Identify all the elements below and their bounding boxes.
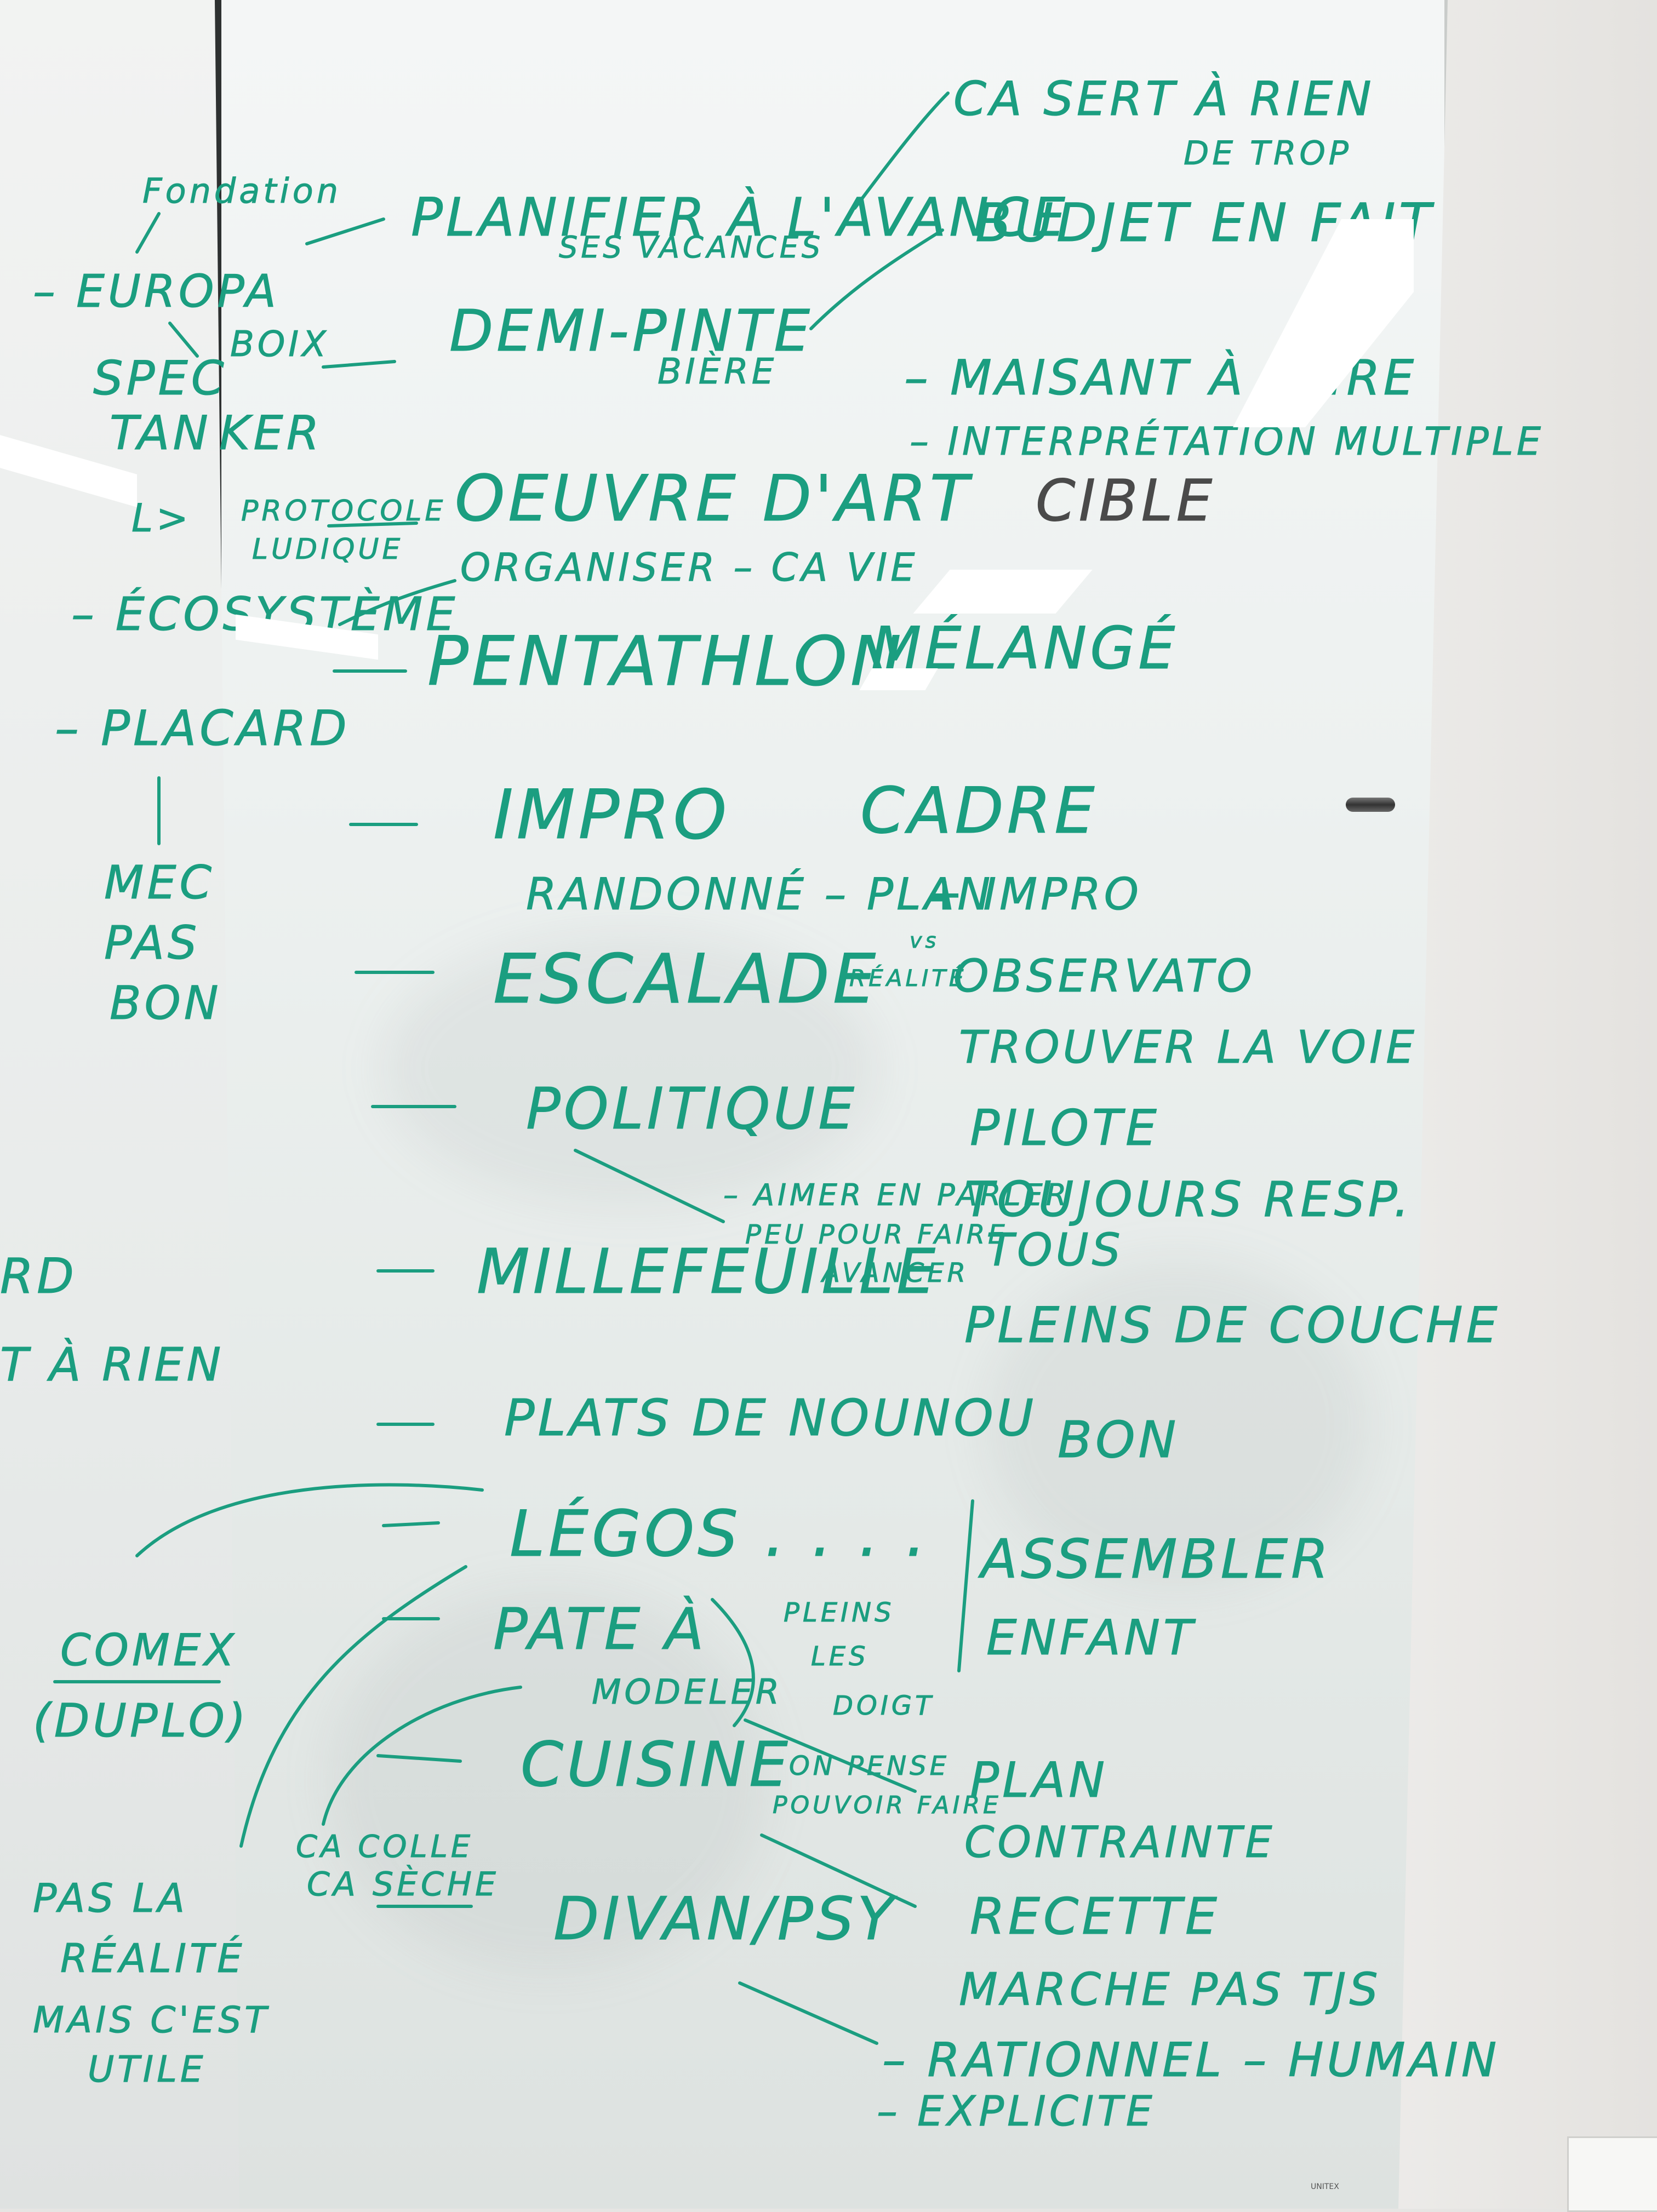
text-arrow: L> [132, 496, 192, 541]
wall-socket [1567, 2136, 1657, 2212]
text-trouver-la-voie: TROUVER LA VOIE [959, 1022, 1418, 1074]
text-europa: – EUROPA [33, 266, 279, 318]
ink-line [168, 322, 199, 358]
text-toujours-resp: TOUJOURS RESP. [964, 1171, 1413, 1228]
text-impro: IMPRO [493, 776, 730, 855]
smudge [384, 931, 877, 1205]
text-mec: MEC [104, 856, 215, 909]
dash [376, 1754, 462, 1763]
ink-arrow-realite [239, 1565, 467, 1848]
text-plats-de-nounou: PLATS DE NOUNOU [504, 1389, 1037, 1447]
text-pleins: PLEINS [784, 1597, 895, 1628]
magnet [1346, 798, 1395, 812]
text-avancer: AVANCER [820, 1258, 969, 1288]
text-spectanker-2: TAN [110, 406, 212, 461]
text-explicite: – EXPLICITE [877, 2087, 1156, 2135]
text-plus-impro: + IMPRO [926, 869, 1142, 920]
text-pate-a: PATE À [493, 1596, 707, 1663]
text-de-trop: DE TROP [1184, 134, 1352, 173]
text-doigt: DOIGT [833, 1690, 934, 1721]
text-escalade: ESCALADE [493, 940, 879, 1019]
text-contrainte: CONTRAINTE [964, 1818, 1276, 1867]
ink-line [135, 212, 161, 254]
text-biere: BIÈRE [658, 351, 777, 392]
ink-line [711, 1598, 755, 1727]
text-recette: RECETTE [970, 1887, 1220, 1946]
text-pentathlon: PENTATHLON [427, 622, 905, 701]
text-t-a-rien: T À RIEN [0, 1338, 224, 1391]
text-placard: – PLACARD [55, 700, 350, 757]
brand-label: UNITEX [1311, 2182, 1339, 2191]
text-randonnee: RANDONNÉ – PLAN [526, 868, 993, 920]
text-ludique: LUDIQUE [252, 533, 403, 566]
smudge [329, 1589, 767, 1972]
text-cadre: CADRE [860, 774, 1098, 848]
text-assembler: ASSEMBLER [978, 1528, 1332, 1591]
text-observatoire: OBSERVATO [953, 950, 1255, 1002]
text-on-pense: ON PENSE [789, 1751, 950, 1781]
smudge [986, 1260, 1370, 1589]
ink-arrow [744, 1718, 917, 1793]
ink-arrow-ca-colle [322, 1686, 522, 1826]
text-politique: POLITIQUE [526, 1075, 858, 1142]
dash [382, 1521, 440, 1527]
text-duplo: (DUPLO) [33, 1694, 249, 1747]
dash [327, 522, 418, 528]
dash [305, 217, 385, 245]
text-mais-c-est: MAIS C'EST [33, 1999, 270, 2041]
text-ca-seche: CA SÈCHE [307, 1864, 499, 1904]
ink-line [574, 1149, 725, 1223]
ink-line [853, 91, 950, 210]
ink-line [809, 228, 944, 330]
text-bon-left: BON [110, 976, 222, 1030]
ink-arrow [760, 1833, 917, 1908]
text-spectanker-1: SPEC [93, 351, 227, 406]
text-millefeuille: MILLEFEUILLE [477, 1236, 939, 1308]
text-divan-psy: DIVAN/PSY [553, 1885, 897, 1953]
text-ca-sert: CA SERT À RIEN [953, 71, 1375, 127]
text-comex: COMEX [60, 1625, 237, 1676]
text-fondation: Fondation [142, 171, 341, 211]
text-cuisine: CUISINE [521, 1729, 791, 1801]
text-pouvoir-faire: POUVOIR FAIRE [773, 1791, 1002, 1819]
text-pleins-de-couche: PLEINS DE COUCHE [964, 1297, 1501, 1354]
text-rd: RD [0, 1248, 77, 1304]
text-legos: LÉGOS . . . . [510, 1497, 929, 1571]
text-interpretation: – INTERPRÉTATION MULTIPLE [910, 419, 1544, 464]
text-vs-realite: RÉALITÉ [849, 964, 967, 992]
dash [322, 360, 396, 369]
text-ses-vacances: SES VACANCES [559, 230, 824, 265]
text-aimer-en-parler: – AIMER EN PARLER [723, 1178, 1070, 1212]
text-plan: PLAN [970, 1752, 1108, 1808]
text-boix: BOIX [230, 324, 329, 365]
text-marche-pas: MARCHE PAS TJS [959, 1964, 1381, 2016]
text-oeuvre: OEUVRE D'ART [455, 462, 973, 536]
text-pas: PAS [104, 916, 200, 970]
text-les: LES [811, 1641, 869, 1672]
text-planifier: PLANIFIER À L'AVANCE [411, 186, 1069, 248]
text-spectanker-3: KER [219, 406, 323, 461]
text-bon: BON [1058, 1411, 1179, 1469]
text-peu-pour-faire: PEU POUR FAIRE [745, 1219, 1008, 1250]
ink-line [338, 579, 456, 626]
ink-bracket [957, 1499, 974, 1672]
text-realite: RÉALITÉ [60, 1935, 245, 1981]
ink-arrow-duplo [135, 1483, 484, 1557]
text-demi-pinte: DEMI-PINTE [449, 297, 813, 364]
text-tous: TOUS [986, 1224, 1124, 1276]
text-rationnel-humain: – RATIONNEL – HUMAIN [882, 2033, 1500, 2088]
text-ca-colle: CA COLLE [296, 1829, 473, 1865]
text-pilote: PILOTE [970, 1099, 1160, 1157]
text-vs: vs [910, 929, 939, 953]
text-cible: CIBLE [1036, 467, 1215, 534]
text-enfant: ENFANT [986, 1609, 1196, 1666]
text-organiser: ORGANISER – CA VIE [460, 545, 918, 590]
ink-arrow [738, 1981, 878, 2045]
text-utile: UTILE [88, 2048, 207, 2090]
text-pas-la: PAS LA [33, 1875, 188, 1921]
light-glare [859, 668, 938, 690]
